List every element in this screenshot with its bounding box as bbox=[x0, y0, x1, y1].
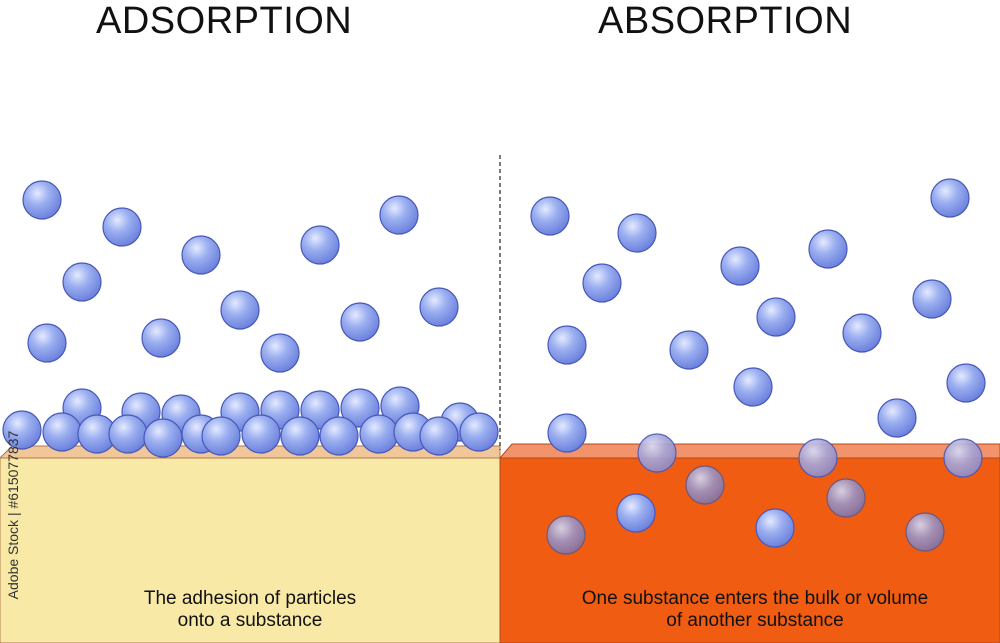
free-particle bbox=[379, 195, 419, 235]
free-particle bbox=[720, 246, 760, 286]
adsorbed-particle bbox=[201, 416, 241, 456]
free-particle bbox=[808, 229, 848, 269]
adsorbed-particle bbox=[108, 414, 148, 454]
adsorbed-particle bbox=[419, 416, 459, 456]
absorbed-particle bbox=[685, 465, 725, 505]
free-particle bbox=[530, 196, 570, 236]
free-particle bbox=[946, 363, 986, 403]
free-particle bbox=[340, 302, 380, 342]
free-particle bbox=[141, 318, 181, 358]
adsorbent-front-face bbox=[0, 457, 501, 643]
absorption-caption: One substance enters the bulk or volume … bbox=[510, 588, 1000, 632]
stock-id-watermark: Adobe Stock | #615077837 bbox=[2, 400, 24, 630]
free-particle bbox=[22, 180, 62, 220]
absorbed-particle bbox=[755, 508, 795, 548]
absorbent-front-face bbox=[499, 457, 1000, 643]
free-particle bbox=[181, 235, 221, 275]
adsorption-caption-line-2: onto a substance bbox=[177, 610, 323, 631]
adsorption-caption: The adhesion of particles onto a substan… bbox=[40, 588, 460, 632]
adsorption-caption-line-1: The adhesion of particles bbox=[143, 588, 357, 609]
free-particle bbox=[102, 207, 142, 247]
free-particle bbox=[547, 413, 587, 453]
adsorbed-particle bbox=[241, 414, 281, 454]
absorption-caption-line-2: of another substance bbox=[666, 610, 844, 631]
adsorbed-particle bbox=[319, 416, 359, 456]
free-particle bbox=[912, 279, 952, 319]
absorbed-particle bbox=[546, 515, 586, 555]
free-particle bbox=[419, 287, 459, 327]
free-particle bbox=[300, 225, 340, 265]
free-particle bbox=[582, 263, 622, 303]
particles-layer bbox=[2, 178, 986, 555]
adsorbent-block bbox=[0, 445, 501, 643]
absorbed-particle bbox=[826, 478, 866, 518]
adsorption-title: ADSORPTION bbox=[96, 0, 353, 42]
absorbed-particle bbox=[616, 493, 656, 533]
free-particle bbox=[669, 330, 709, 370]
free-particle bbox=[27, 323, 67, 363]
stock-id-text: Adobe Stock | #615077837 bbox=[5, 430, 21, 600]
entering-particle bbox=[637, 433, 677, 473]
absorbent-block bbox=[498, 443, 1000, 643]
free-particle bbox=[220, 290, 260, 330]
free-particle bbox=[547, 325, 587, 365]
free-particle bbox=[756, 297, 796, 337]
absorbed-particle bbox=[905, 512, 945, 552]
free-particle bbox=[877, 398, 917, 438]
adsorbed-particle bbox=[359, 414, 399, 454]
entering-particle bbox=[798, 438, 838, 478]
free-particle bbox=[930, 178, 970, 218]
absorption-caption-line-1: One substance enters the bulk or volume bbox=[581, 588, 929, 609]
free-particle bbox=[842, 313, 882, 353]
adsorbed-particle bbox=[2, 410, 42, 450]
free-particle bbox=[617, 213, 657, 253]
free-particle bbox=[62, 262, 102, 302]
absorption-title: ABSORPTION bbox=[598, 0, 853, 42]
adsorbed-particle bbox=[143, 418, 183, 458]
entering-particle bbox=[943, 438, 983, 478]
adsorbed-particle bbox=[280, 416, 320, 456]
free-particle bbox=[733, 367, 773, 407]
adsorbed-particle bbox=[459, 412, 499, 452]
adsorbed-particle bbox=[42, 412, 82, 452]
free-particle bbox=[260, 333, 300, 373]
